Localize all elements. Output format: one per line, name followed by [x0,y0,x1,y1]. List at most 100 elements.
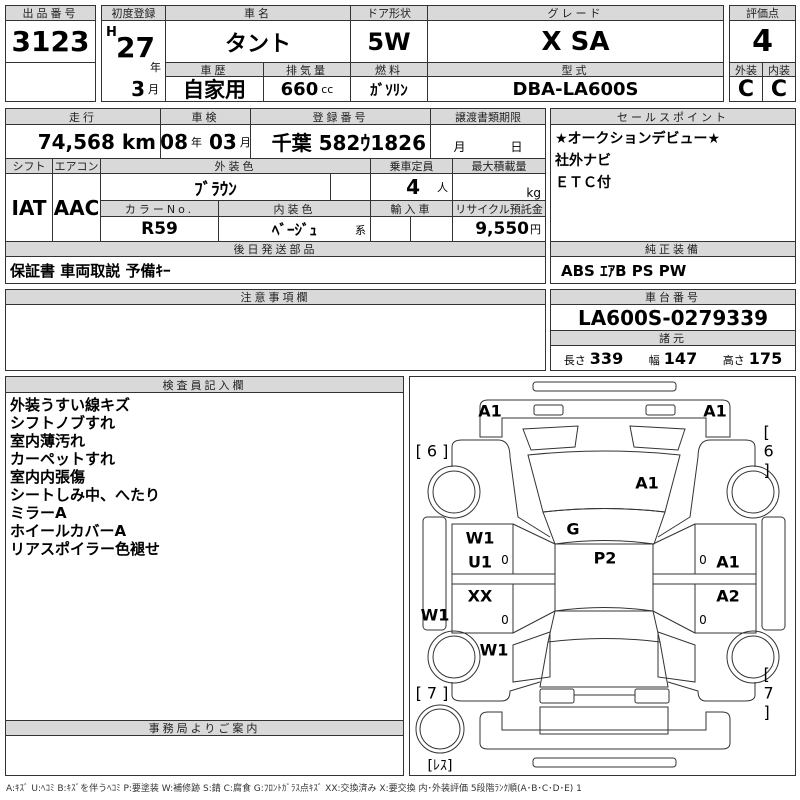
damage-mark: 0 [699,553,707,567]
ext-grade: C [729,76,763,102]
damage-mark: 0 [501,613,509,627]
damage-mark: P2 [593,548,617,568]
height: 175 [748,348,783,368]
inspector-notes: 外装うすい線キズ シフトノブすれ 室内薄汚れ カーペットすれ 室内内張傷 シート… [5,392,404,721]
inspection-month-unit: 月 [239,135,251,149]
score: 4 [729,20,796,63]
width-label: 幅 [648,353,660,367]
int-color: ﾍﾞｰｼﾞｭ系 [218,216,371,242]
damage-mark: A2 [716,586,740,606]
length: 339 [589,348,624,368]
tire-tread-mark: [ 6 ] [415,441,449,461]
displacement-unit: cc [321,82,334,96]
int-color-label: 内装色 [218,200,371,217]
plate-number: 千葉 582ｳ1826 [250,124,431,159]
office-notes [5,735,404,776]
door-label: ドア形状 [350,5,428,21]
inspector-note: シートしみ中、へたり [10,486,161,504]
shift-label: シフト [5,158,53,174]
damage-mark: W1 [465,528,495,548]
plate-label: 登録番号 [250,108,431,125]
capacity-label: 乗車定員 [370,158,453,174]
later-parts-label: 後日発送部品 [5,241,546,257]
displacement-label: 排気量 [263,62,351,77]
tire-tread-mark: [ 7 ] [415,683,449,703]
inspection-month: 03 [208,129,237,154]
inspector-note: カーペットすれ [10,450,116,468]
transfer-deadline: 月日 [430,124,546,159]
aircon-label: エアコン [52,158,101,174]
mileage-value: 74,568 [37,129,115,154]
inspector-note: ミラーA [10,504,67,522]
mileage: 74,568 km [5,124,161,159]
fuel-label: 燃料 [350,62,428,77]
year-unit: 年 [150,61,161,74]
damage-mark: 0 [501,553,509,567]
recycle-unit: 円 [530,223,541,236]
inspector-note: リアスポイラー色褪せ [10,540,161,558]
aircon: AAC [52,173,101,242]
transfer-label: 譲渡書類期限 [430,108,546,125]
height-label: 高さ [722,353,745,367]
year: 27 [116,31,155,64]
transfer-day: 日 [510,140,523,154]
genuine-label: 純正装備 [550,241,796,257]
month: 3 [131,76,145,101]
spare-tire-mark: [ﾚｽ] [427,758,453,774]
displacement-value: 660 [280,78,319,100]
inspection-year-unit: 年 [191,135,203,149]
inspector-note: 外装うすい線キズ [10,396,131,414]
later-parts: 保証書 車両取説 予備ｷｰ [5,256,546,284]
office-label: 事務局よりご案内 [5,720,404,736]
shift: IAT [5,173,53,242]
model-label: 型式 [427,62,724,77]
lot-number: 3123 [5,20,96,63]
mileage-unit: km [121,129,156,154]
tire-tread-mark: [ 7 ] [763,664,774,722]
first-reg-label: 初度登録 [101,5,166,21]
damage-mark: XX [467,586,493,606]
month-unit: 月 [148,82,159,96]
chassis-label: 車台番号 [550,289,796,305]
inspector-note: 室内薄汚れ [10,432,86,450]
inspector-note: 室内内張傷 [10,468,86,486]
color-no: R59 [100,216,219,242]
fuel: ｶﾞｿﾘﾝ [350,76,428,102]
car-outline-icon [415,381,786,768]
max-load: kg [452,173,546,201]
color-no-label: カラーNo. [100,200,219,217]
door-type: 5W [350,20,428,63]
inspection-label: 車検 [160,108,251,125]
damage-mark: G [566,519,580,539]
sales-point: 社外ナビ [555,153,611,169]
grade: X SA [427,20,724,63]
recycle-value: 9,550 [475,219,529,239]
damage-mark: W1 [479,640,509,660]
sales-points: ★オークションデビュー★ 社外ナビ ＥＴＣ付 [550,124,796,242]
sales-point: ★オークションデビュー★ [555,131,721,147]
length-label: 長さ [563,353,586,367]
notes [5,304,546,371]
damage-mark: A1 [478,401,502,421]
mileage-label: 走行 [5,108,161,125]
inspection-year: 08 [160,129,189,154]
damage-mark: W1 [420,605,450,625]
era: H [106,25,117,40]
history-label: 車歴 [165,62,264,77]
lot-empty [5,62,96,102]
int-color-suffix: 系 [355,224,366,237]
sales-point: ＥＴＣ付 [555,175,611,191]
genuine-equipment: ABS ｴｱB PS PW [550,256,796,284]
first-reg-year: H 27 年 [101,20,166,77]
sales-points-label: セールスポイント [550,108,796,125]
max-load-label: 最大積載量 [452,158,546,174]
damage-mark: 0 [699,613,707,627]
spec-label: 諸元 [550,330,796,346]
car-name: タント [165,20,351,63]
damage-mark: U1 [467,552,493,572]
capacity-value: 4 [406,175,421,199]
history: 自家用 [165,76,264,102]
